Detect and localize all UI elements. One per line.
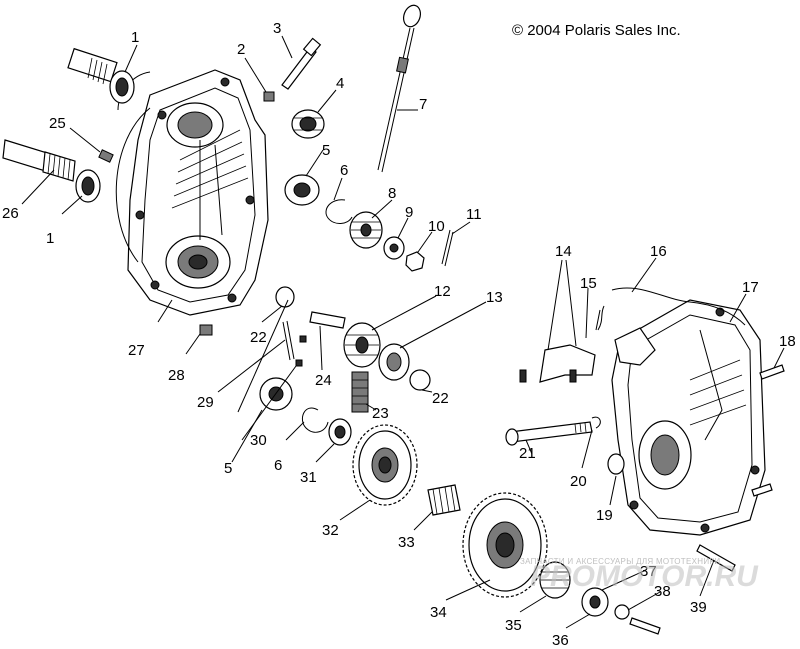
callout-39: 39	[690, 599, 707, 616]
part-22-washer-upper	[275, 286, 295, 308]
callout-29: 29	[197, 394, 214, 411]
right-cover-housing	[611, 299, 766, 536]
part-13-gear	[378, 343, 410, 381]
part-28-plug	[199, 324, 213, 336]
callout-36: 36	[552, 632, 569, 649]
part-18-bolt	[759, 364, 785, 380]
callout-25: 25	[49, 115, 66, 132]
callout-16: 16	[650, 243, 667, 260]
callout-23: 23	[372, 405, 389, 422]
output-shaft	[2, 139, 101, 203]
callout-28: 28	[168, 367, 185, 384]
part-23-chain	[351, 371, 369, 413]
callout-11: 11	[466, 206, 482, 223]
callout-numbers: 1 1 2 3 4 5 5 6 6 7 8 9 10 11 12 13 14 1…	[2, 20, 796, 649]
callout-8: 8	[388, 185, 396, 202]
callout-22-lower: 22	[432, 390, 449, 407]
callout-18: 18	[779, 333, 796, 350]
callout-27: 27	[128, 342, 145, 359]
callout-10: 10	[428, 218, 445, 235]
callout-15: 15	[580, 275, 597, 292]
part-11-cotter-pin	[441, 229, 454, 267]
callout-17: 17	[742, 279, 759, 296]
part-20-clip	[591, 416, 601, 429]
input-shaft	[67, 47, 135, 104]
part-32-sprocket	[352, 424, 418, 506]
left-case-housing	[115, 69, 269, 316]
part-25-pin	[98, 149, 114, 163]
callout-33: 33	[398, 534, 415, 551]
part-24-shaft	[309, 311, 346, 329]
watermark-tagline: ЗАПЧАСТИ И АКСЕССУАРЫ ДЛЯ МОТОТЕХНИКИ	[520, 557, 721, 566]
callout-9: 9	[405, 204, 413, 221]
callout-24: 24	[315, 372, 332, 389]
gasket	[611, 287, 746, 326]
callout-5-upper: 5	[322, 142, 330, 159]
callout-4: 4	[336, 75, 344, 92]
callout-1-lower: 1	[46, 230, 54, 247]
part-22-washer-lower	[409, 369, 431, 391]
callout-12: 12	[434, 283, 451, 300]
callout-14: 14	[555, 243, 572, 260]
part-29-fitting	[282, 320, 295, 361]
part-15-spring	[595, 305, 605, 331]
callout-22-upper: 22	[250, 329, 267, 346]
part-38-bolt	[629, 617, 661, 635]
callout-7: 7	[419, 96, 427, 113]
callout-1-upper: 1	[131, 29, 139, 46]
part-21-shift-shaft	[505, 421, 593, 446]
part-6-snap-ring-upper	[325, 199, 353, 224]
callout-6-upper: 6	[340, 162, 348, 179]
part-6-snap-ring-lower	[302, 407, 329, 433]
part-39-long-bolt	[696, 544, 736, 572]
callout-13: 13	[486, 289, 503, 306]
part-12-gear	[343, 322, 381, 368]
part-38-washer	[614, 604, 630, 620]
callout-31: 31	[300, 469, 317, 486]
callout-38: 38	[654, 583, 671, 600]
part-10-nut	[405, 251, 425, 272]
callout-6-lower: 6	[274, 457, 282, 474]
part-3-bolt	[281, 37, 322, 90]
callout-32: 32	[322, 522, 339, 539]
callout-26: 26	[2, 205, 19, 222]
watermark-logo-text: PROMOTOR.RU	[530, 560, 758, 593]
callout-2: 2	[237, 41, 245, 58]
callout-21: 21	[519, 445, 536, 462]
callout-35: 35	[505, 617, 522, 634]
callout-19: 19	[596, 507, 613, 524]
part-33-needle-bearing	[427, 484, 461, 516]
part-35-gear	[539, 561, 571, 599]
copyright-notice: © 2004 Polaris Sales Inc.	[512, 22, 681, 39]
part-5-bearing-upper	[284, 174, 320, 206]
callout-5-lower: 5	[224, 460, 232, 477]
part-14-shift-fork	[519, 344, 596, 383]
part-7-dipstick	[377, 4, 422, 173]
callout-20: 20	[570, 473, 587, 490]
part-34-large-gear	[462, 492, 548, 598]
callout-34: 34	[430, 604, 447, 621]
callout-37: 37	[640, 563, 657, 580]
part-4-bearing	[291, 109, 325, 139]
part-2-dowel	[263, 91, 275, 102]
callout-3: 3	[273, 20, 281, 37]
part-19-seal	[607, 453, 625, 475]
leader-lines	[21, 35, 785, 629]
part-8-gear	[349, 211, 383, 249]
callout-30: 30	[250, 432, 267, 449]
